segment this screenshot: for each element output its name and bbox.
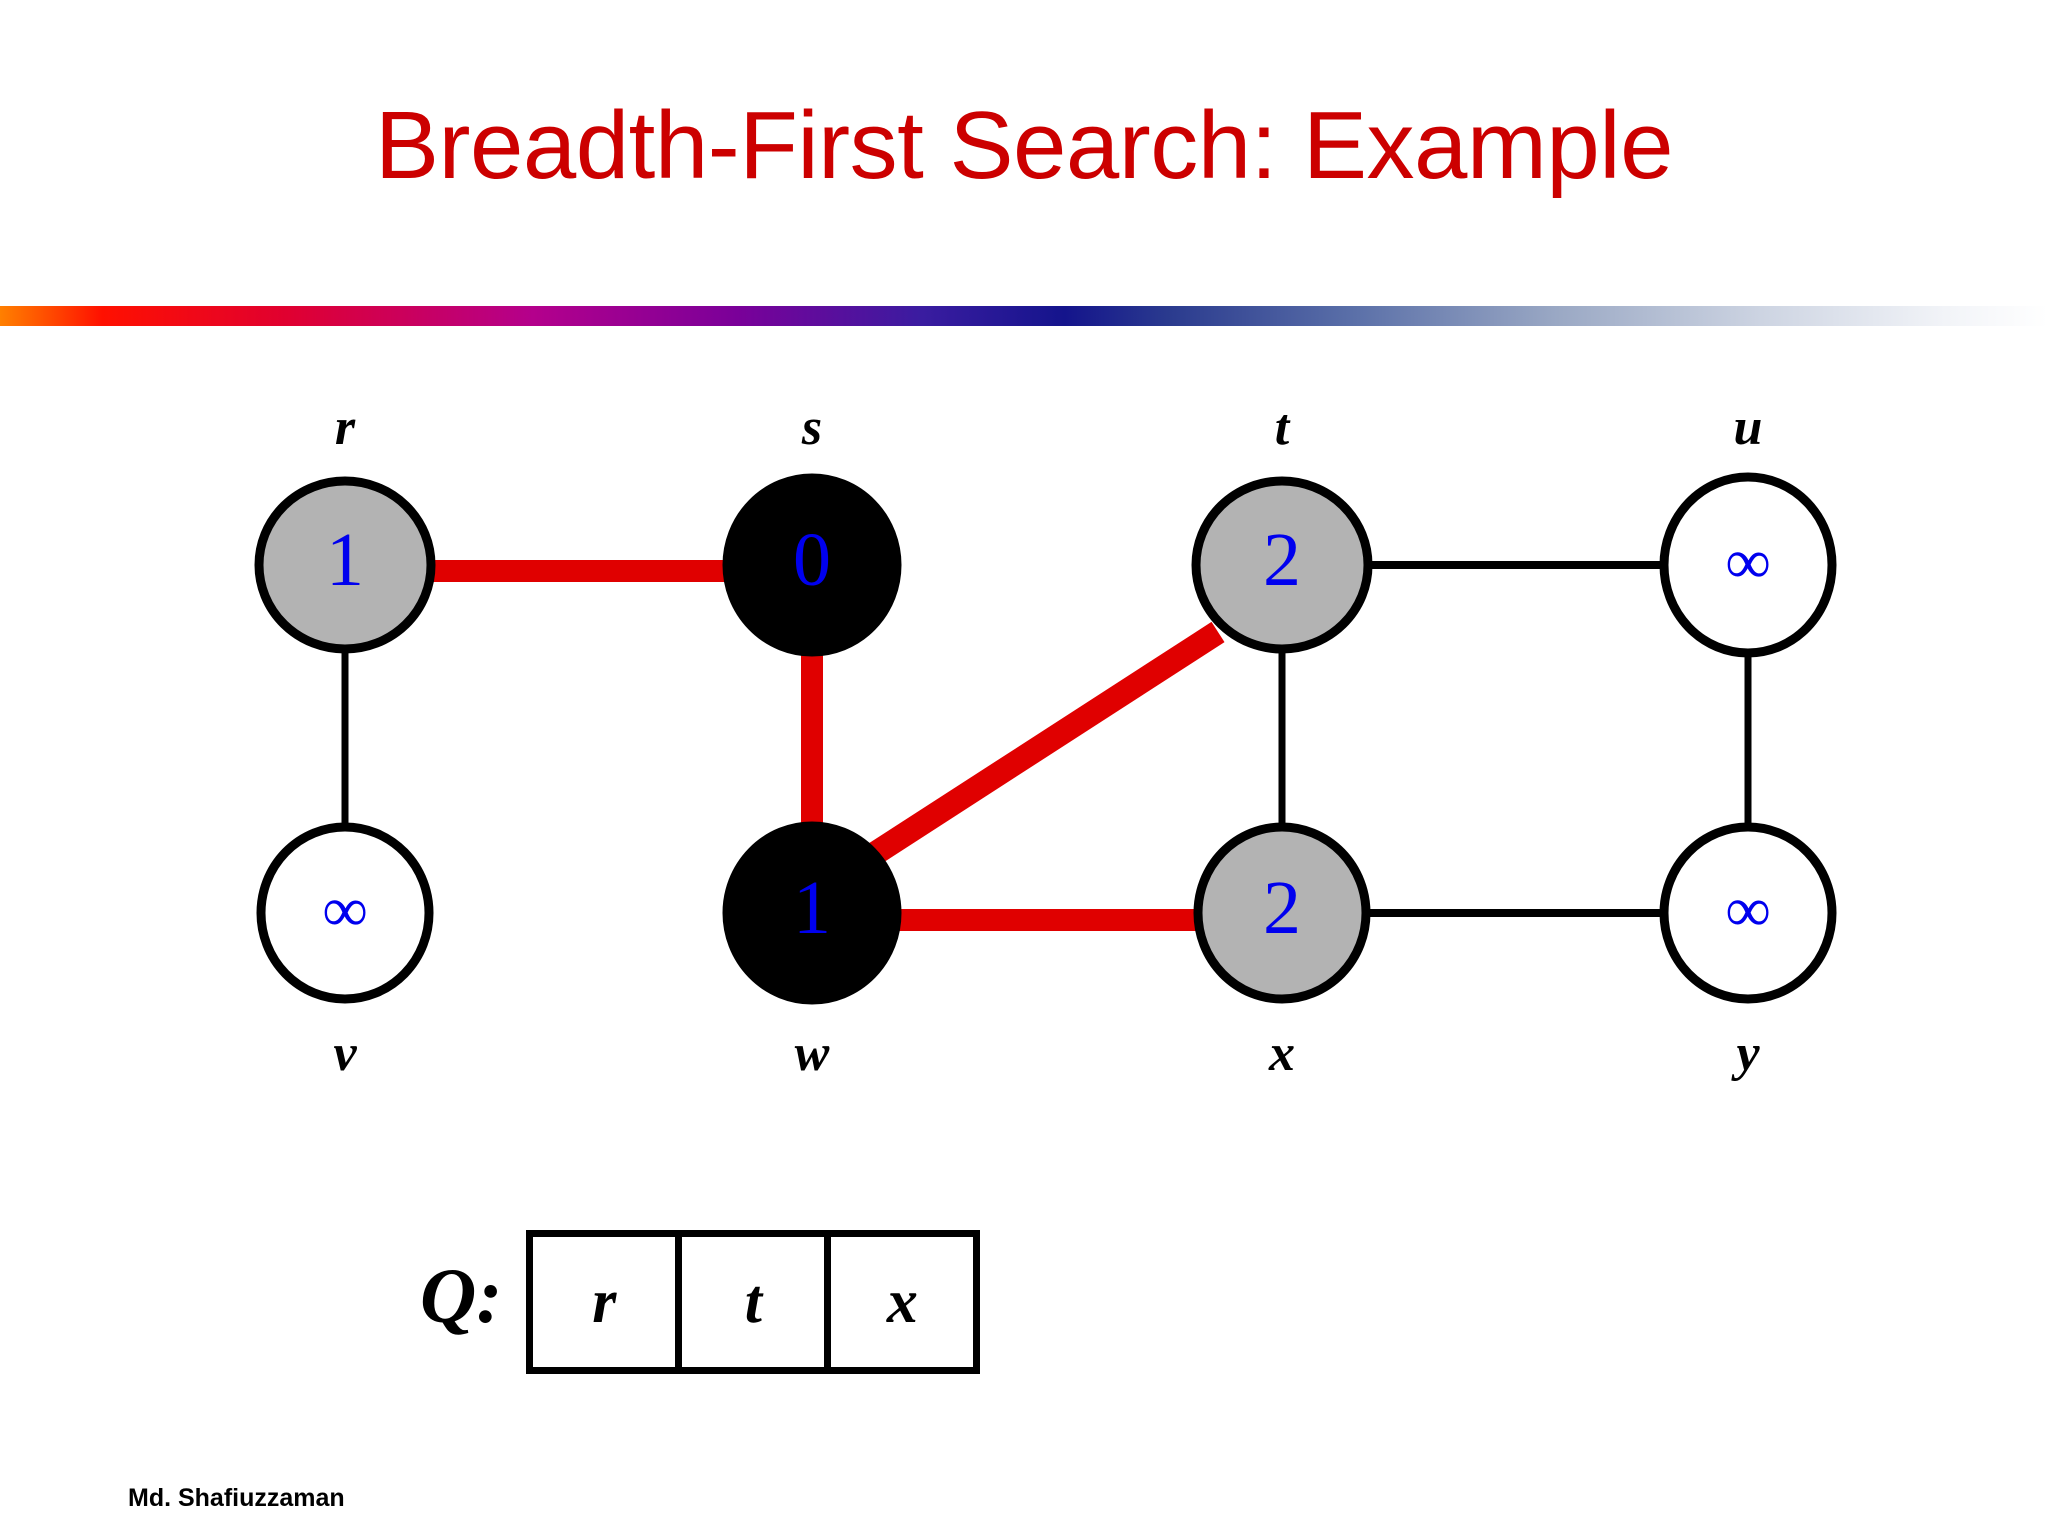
node-value-s: 0 <box>793 518 831 602</box>
node-label-s: s <box>801 399 823 456</box>
node-value-t: 2 <box>1263 518 1301 602</box>
node-label-r: r <box>334 399 356 456</box>
node-value-y: ∞ <box>1725 874 1771 945</box>
node-label-u: u <box>1733 399 1763 456</box>
title-divider-gradient <box>0 306 2048 326</box>
node-value-u: ∞ <box>1725 526 1771 597</box>
node-t[interactable] <box>1191 476 1373 654</box>
node-x[interactable] <box>1193 822 1371 1004</box>
node-label-y: y <box>1736 1025 1760 1082</box>
graph-edges <box>341 560 1752 931</box>
bfs-queue: Q: r t x <box>420 1230 981 1374</box>
queue-label: Q: <box>420 1252 503 1339</box>
queue-cell-list: r t x <box>526 1230 981 1374</box>
footer-author: Md. Shafiuzzaman <box>128 1484 345 1512</box>
node-w[interactable] <box>722 821 902 1005</box>
queue-cell[interactable]: x <box>886 1267 918 1336</box>
node-label-x: x <box>1269 1025 1295 1082</box>
queue-cell[interactable]: r <box>533 1237 683 1367</box>
node-label-v: v <box>333 1025 357 1082</box>
node-y[interactable] <box>1659 822 1837 1004</box>
node-v[interactable] <box>256 822 434 1004</box>
queue-cell[interactable]: t <box>682 1237 832 1367</box>
tree-edge-w-t <box>855 621 1225 873</box>
node-r[interactable] <box>254 476 436 654</box>
node-s[interactable] <box>722 473 902 657</box>
node-value-x: 2 <box>1263 866 1301 950</box>
node-value-v: ∞ <box>322 874 368 945</box>
node-label-w: w <box>794 1025 830 1082</box>
node-value-w: 1 <box>793 866 831 950</box>
graph-nodes <box>254 472 1837 1005</box>
page-title: Breadth-First Search: Example <box>375 92 1674 199</box>
node-label-t: t <box>1274 399 1290 456</box>
node-value-r: 1 <box>326 518 364 602</box>
node-u[interactable] <box>1659 472 1837 658</box>
